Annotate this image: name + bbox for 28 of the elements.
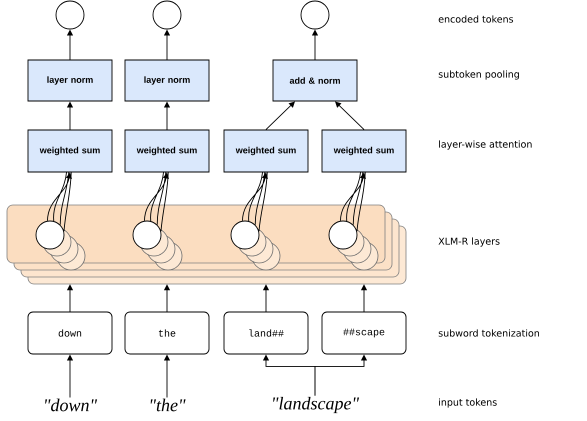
row-label: input tokens xyxy=(439,398,497,408)
row-label: XLM-R layers xyxy=(438,237,500,247)
hidden-state-circle xyxy=(328,220,358,250)
hidden-state-circle xyxy=(230,220,260,250)
process-box: weighted sum xyxy=(124,130,210,172)
process-box: layer norm xyxy=(28,60,112,102)
subword-token-box: ##scape xyxy=(322,312,406,354)
input-token: "down" xyxy=(45,398,98,412)
process-box: weighted sum xyxy=(28,130,112,172)
output-circle xyxy=(56,0,84,30)
process-box: add & norm xyxy=(272,60,358,102)
input-token: "the" xyxy=(150,398,186,412)
subword-token-box: down xyxy=(28,312,112,354)
output-circle xyxy=(300,0,330,30)
subword-token-box: the xyxy=(124,312,210,354)
row-label: subtoken pooling xyxy=(438,70,519,80)
input-token: "landscape" xyxy=(273,396,360,414)
hidden-state-circle xyxy=(132,220,162,250)
subword-token-box: land## xyxy=(224,312,308,354)
process-box: weighted sum xyxy=(322,130,406,172)
process-box: layer norm xyxy=(124,60,210,102)
row-label: layer-wise attention xyxy=(439,140,532,150)
row-label: subword tokenization xyxy=(438,329,539,337)
row-label: encoded tokens xyxy=(438,15,514,23)
output-circle xyxy=(152,0,182,30)
process-box: weighted sum xyxy=(224,130,308,172)
layer-stack-drawing xyxy=(6,204,406,284)
hidden-state-circle xyxy=(36,220,64,250)
